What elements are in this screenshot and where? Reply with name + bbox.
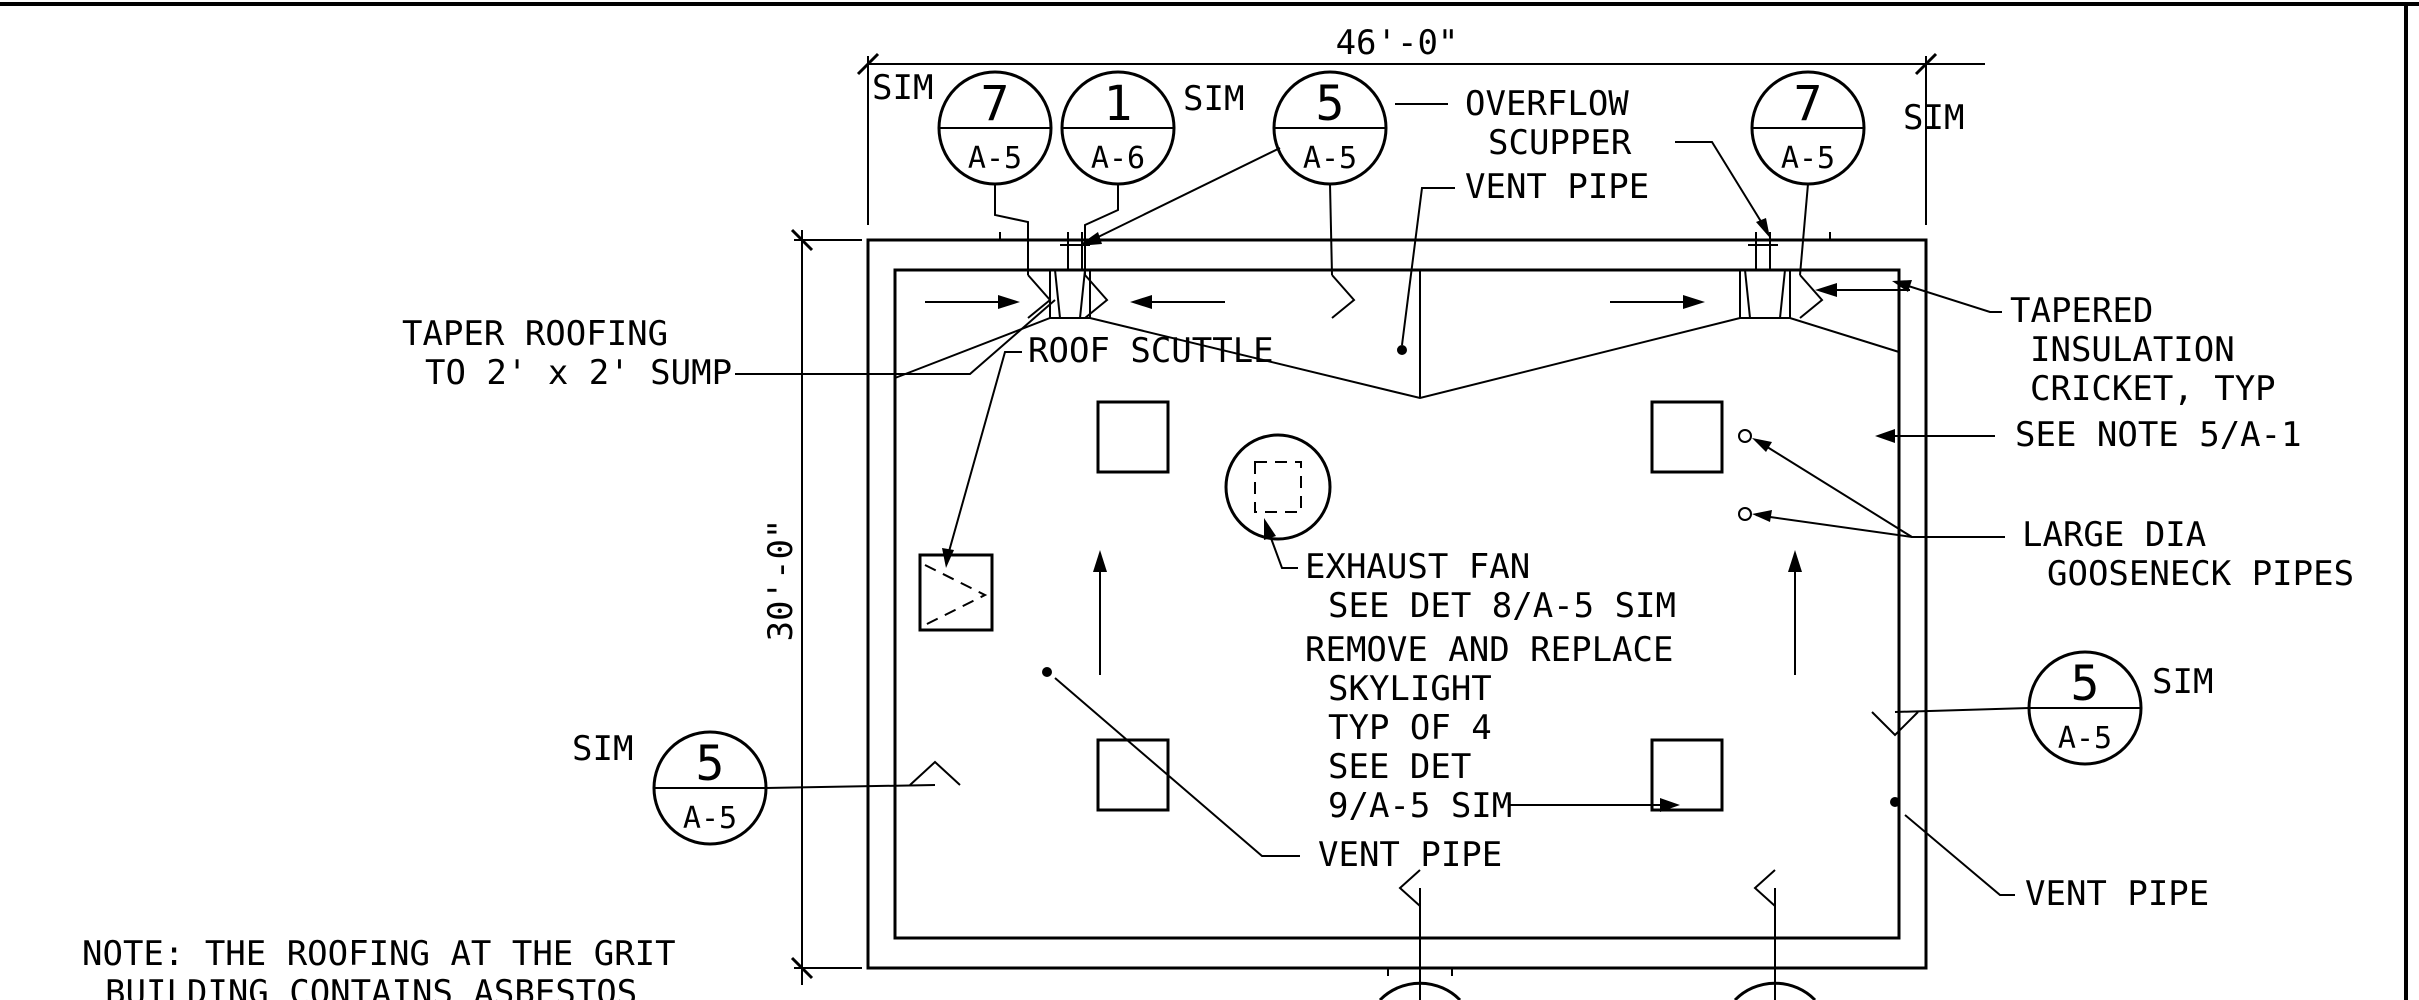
exhaust-fan-label-1: EXHAUST FAN: [1305, 547, 1530, 587]
section-triangles: [909, 274, 1919, 907]
parapet-notches: [999, 232, 1831, 976]
horizontal-dimension: [856, 52, 1985, 225]
skylight-label-1: REMOVE AND REPLACE: [1305, 630, 1673, 670]
bubble-leaders: [765, 147, 2030, 789]
svg-text:A-5: A-5: [968, 141, 1022, 176]
roof-inner-edge: [893, 268, 1901, 940]
slope-arrow-3: [1610, 295, 1705, 309]
sim-label-top-right: SIM: [1903, 98, 1964, 138]
detail-bubble-7-a5-left: 7 A-5: [937, 70, 1053, 186]
sump-left: [1054, 269, 1086, 319]
sim-label-top-mid: SIM: [1183, 79, 1244, 119]
tapered-arrowhead: [1892, 280, 1912, 292]
skylight-label-3: TYP OF 4: [1328, 708, 1492, 748]
gooseneck-arrowhead-1: [1752, 438, 1772, 452]
skylight-bottom-left: [1096, 738, 1170, 812]
svg-text:5: 5: [696, 736, 725, 792]
vent-pipe-center-label: VENT PIPE: [1318, 835, 1502, 875]
detail-bubble-7-a5-right: 7 A-5: [1750, 70, 1866, 186]
sump-right: [1744, 269, 1786, 319]
gooseneck-label-2: GOOSENECK PIPES: [2047, 554, 2354, 594]
vent-pipe-top-leader: [1401, 187, 1455, 346]
vent-pipe-top-dot: [1397, 345, 1407, 355]
svg-text:5: 5: [2071, 656, 2100, 712]
skylight-label-5: 9/A-5 SIM: [1328, 786, 1512, 826]
sim-label-left: SIM: [572, 729, 633, 769]
detail-bubble-5-a5-left: 5 A-5: [652, 730, 768, 846]
vent-pipe-left-dot: [1042, 667, 1052, 677]
gooseneck-leader-1: [1755, 439, 2005, 538]
vent-pipe-right-leader: [1904, 814, 2015, 896]
tapered-insulation-cricket: [894, 270, 1900, 400]
detail-bubble-5-a5-top: 5 A-5: [1272, 70, 1388, 186]
detail-bubble-1-a6: 1 A-6: [1060, 70, 1176, 186]
skylight-label-4: SEE DET: [1328, 747, 1471, 787]
vertical-dimension: [790, 228, 862, 985]
overflow-scupper-label-1: OVERFLOW: [1465, 84, 1629, 124]
roof-scuttle-arrowhead: [942, 548, 954, 568]
dimension-width-text: 46'-0": [1336, 23, 1459, 63]
gooseneck-arrowhead-2: [1752, 510, 1772, 522]
gooseneck-pipe-1: [1738, 429, 1752, 443]
roof-scuttle-leader: [947, 351, 1022, 556]
slope-arrow-4: [1815, 283, 1910, 297]
overflow-leader-2: [1675, 141, 1766, 229]
tapered-leader: [1901, 283, 2002, 313]
overflow-scupper-right: [1748, 232, 1778, 270]
svg-text:A-5: A-5: [683, 801, 737, 836]
see-note-arrowhead: [1875, 429, 1895, 443]
svg-text:7: 7: [1794, 76, 1823, 132]
overflow-scupper-label-2: SCUPPER: [1488, 123, 1632, 163]
overflow-arrowhead: [1756, 218, 1770, 238]
vent-pipe-top-label: VENT PIPE: [1465, 167, 1649, 207]
slope-arrow-1: [925, 295, 1020, 309]
skylight-arrowhead: [1660, 798, 1680, 812]
taper-roofing-leader: [735, 299, 1056, 375]
gooseneck-label-1: LARGE DIA: [2022, 515, 2206, 555]
tapered-label-3: CRICKET, TYP: [2030, 369, 2276, 409]
svg-text:7: 7: [981, 76, 1010, 132]
slope-arrow-up-right: [1788, 550, 1802, 675]
sim-label-right: SIM: [2152, 662, 2213, 702]
sim-label-top-left: SIM: [872, 68, 933, 108]
svg-text:1: 1: [1104, 76, 1133, 132]
skylight-label-2: SKYLIGHT: [1328, 669, 1492, 709]
gooseneck-leader-2: [1755, 514, 1913, 538]
exhaust-fan-arrowhead: [1264, 518, 1276, 540]
asbestos-note-line-2: BUILDING CONTAINS ASBESTOS: [105, 973, 637, 1000]
gooseneck-pipe-2: [1738, 507, 1752, 521]
slope-arrow-up-left: [1093, 550, 1107, 675]
detail-bubble-5-a5-right: 5 A-5: [2027, 650, 2143, 766]
roof-scuttle-label: ROOF SCUTTLE: [1028, 331, 1274, 371]
exhaust-fan: [1224, 433, 1332, 541]
dimension-height-text: 30'-0": [761, 519, 801, 642]
svg-text:A-6: A-6: [1091, 141, 1145, 176]
vent-pipe-right-label: VENT PIPE: [2025, 874, 2209, 914]
slope-arrow-2: [1130, 295, 1225, 309]
vent-pipe-right-dot: [1890, 797, 1900, 807]
taper-roofing-label-1: TAPER ROOFING: [402, 314, 668, 354]
exhaust-fan-leader: [1267, 529, 1298, 569]
svg-text:A-5: A-5: [1781, 141, 1835, 176]
tapered-label-2: INSULATION: [2030, 330, 2235, 370]
svg-text:A-5: A-5: [1303, 141, 1357, 176]
skylight-bottom-right: [1650, 738, 1724, 812]
vent-pipe-center-leader: [1054, 677, 1300, 857]
skylight-top-right: [1650, 400, 1724, 474]
asbestos-note-line-1: NOTE: THE ROOFING AT THE GRIT: [82, 934, 676, 974]
skylight-top-left: [1096, 400, 1170, 474]
detail-bubbles-bottom-partial: [1378, 888, 1817, 1000]
taper-roofing-label-2: TO 2' x 2' SUMP: [425, 353, 732, 393]
svg-text:A-5: A-5: [2058, 721, 2112, 756]
tapered-label-1: TAPERED: [2010, 291, 2153, 331]
roof-scuttle: [918, 553, 994, 632]
see-note-label: SEE NOTE 5/A-1: [2015, 415, 2302, 455]
exhaust-fan-label-2: SEE DET 8/A-5 SIM: [1328, 586, 1676, 626]
roof-outer-edge: [866, 238, 1928, 970]
svg-text:5: 5: [1316, 76, 1345, 132]
